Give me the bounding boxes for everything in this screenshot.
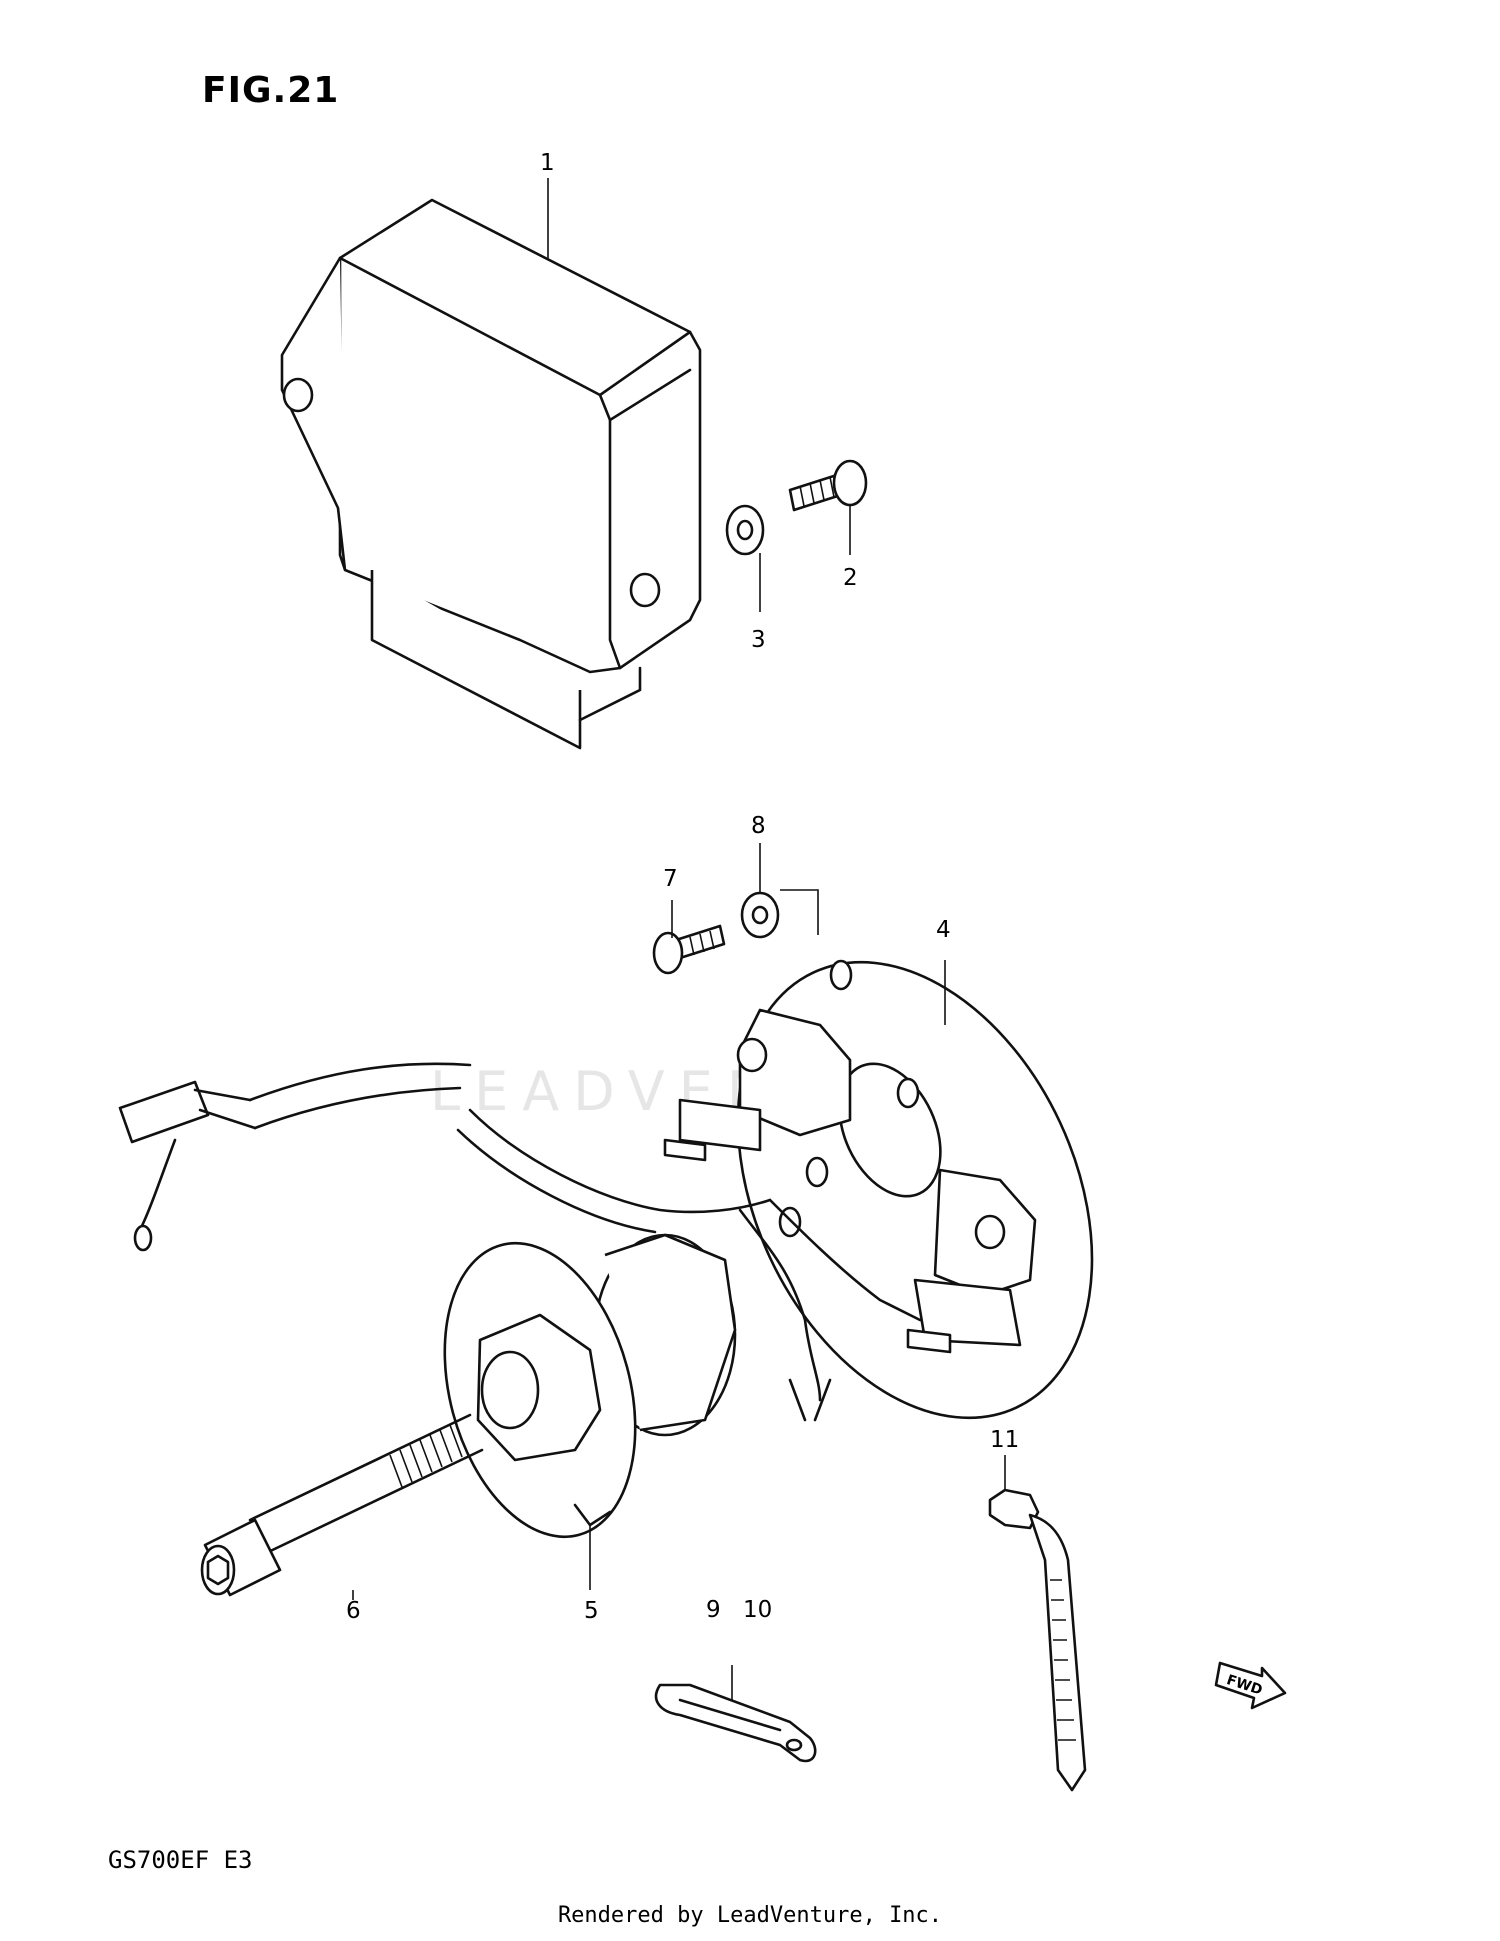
clamp-drawing: [654, 1683, 817, 1763]
callout-10: 10: [743, 1597, 772, 1623]
signal-generator-plate-drawing: [663, 959, 1094, 1420]
leader-lines: [352, 178, 1006, 1700]
wiring-harness-drawing: [118, 1062, 922, 1422]
bolt-6-drawing: [200, 1413, 484, 1597]
footer-credit: Rendered by LeadVenture, Inc.: [557, 1903, 943, 1928]
control-unit-drawing: [280, 198, 702, 750]
figure-title: FIG.21: [202, 70, 340, 111]
callout-4: 4: [936, 917, 951, 943]
callout-2: 2: [843, 565, 858, 591]
callout-6: 6: [346, 1598, 361, 1624]
washer-8-drawing: [740, 891, 780, 939]
callout-9: 9: [706, 1597, 721, 1623]
cable-tie-drawing: [988, 1488, 1087, 1792]
callouts: 1 2 3 4 5 6 7 8 9 10 11: [346, 150, 1019, 1624]
callout-1: 1: [540, 150, 555, 176]
fwd-arrow-icon: FWD: [1214, 1661, 1287, 1710]
screw-7-drawing: [652, 924, 726, 975]
callout-3: 3: [751, 627, 766, 653]
model-code: GS700EF E3: [108, 1846, 253, 1874]
rotor-drawing: [443, 1233, 737, 1539]
callout-8: 8: [751, 813, 766, 839]
washer-3-drawing: [725, 504, 765, 556]
callout-7: 7: [663, 866, 678, 892]
callout-11: 11: [990, 1427, 1019, 1453]
callout-5: 5: [584, 1598, 599, 1624]
screw-2-drawing: [788, 459, 868, 512]
